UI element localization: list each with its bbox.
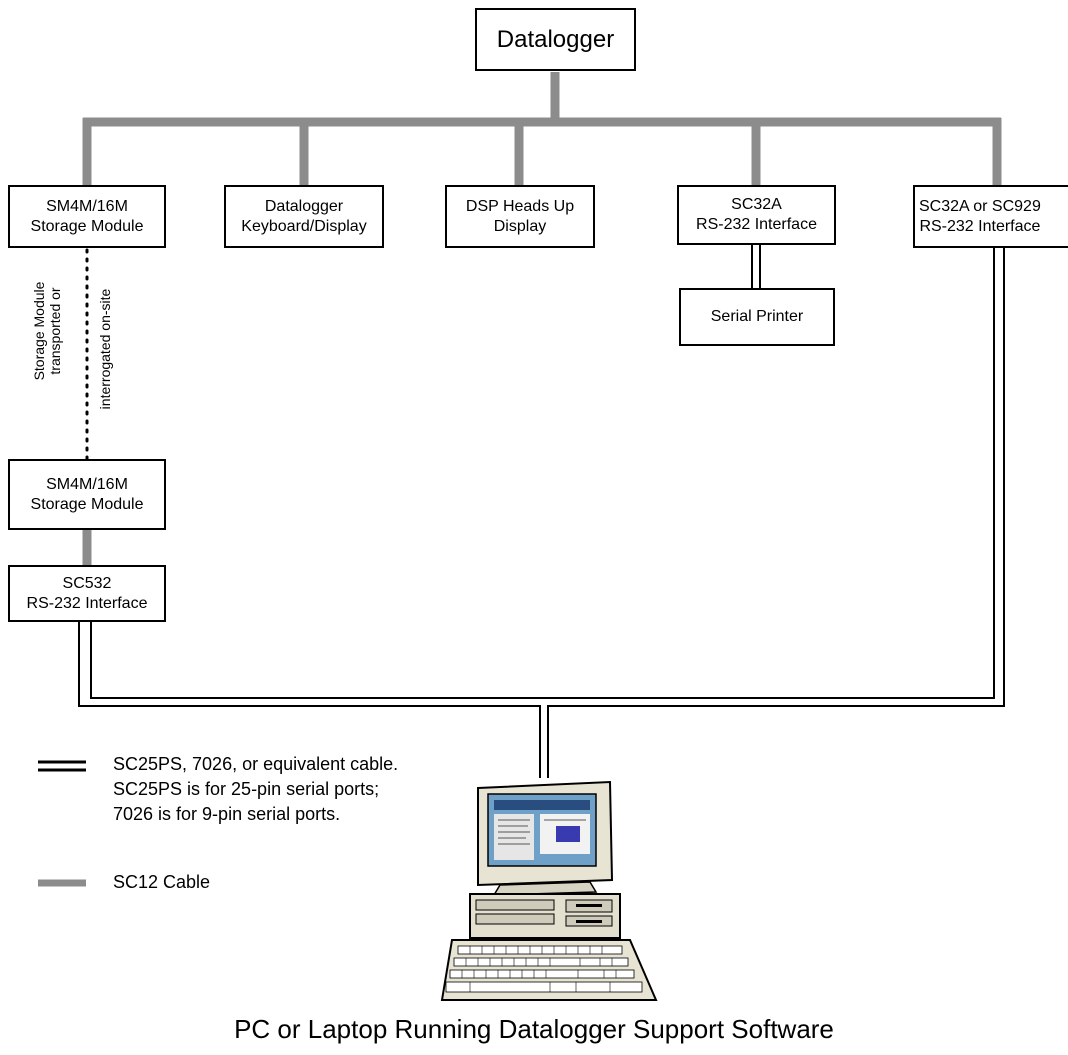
storage-module-top-box: SM4M/16M Storage Module <box>8 185 166 248</box>
serial-cable-network <box>78 244 1005 778</box>
serial-printer-box: Serial Printer <box>679 288 835 346</box>
dsp-heads-up-display-box: DSP Heads Up Display <box>445 185 595 248</box>
datalogger-box: Datalogger <box>475 8 636 71</box>
transport-note-line3: interrogated on-site <box>97 288 113 410</box>
sc532-interface-box: SC532 RS-232 Interface <box>8 565 166 622</box>
transport-note-line2: transported or <box>47 287 63 375</box>
sc32a-sc929-interface-box: SC32A or SC929 RS-232 Interface <box>913 185 1068 248</box>
sc32a-interface-box: SC32A RS-232 Interface <box>677 185 836 245</box>
legend-gray-cable-label: SC12 Cable <box>113 872 211 892</box>
sc12-cable-network <box>82 72 1002 565</box>
pc-computer-icon <box>440 780 658 1001</box>
keyboard-display-box: Datalogger Keyboard/Display <box>224 185 384 248</box>
pc-caption: PC or Laptop Running Datalogger Support … <box>234 1014 834 1044</box>
legend-double-cable-label: SC25PS, 7026, or equivalent cable. SC25P… <box>113 754 399 825</box>
legend-double-cable-swatch <box>38 760 86 772</box>
storage-module-bottom-box: SM4M/16M Storage Module <box>8 459 166 530</box>
